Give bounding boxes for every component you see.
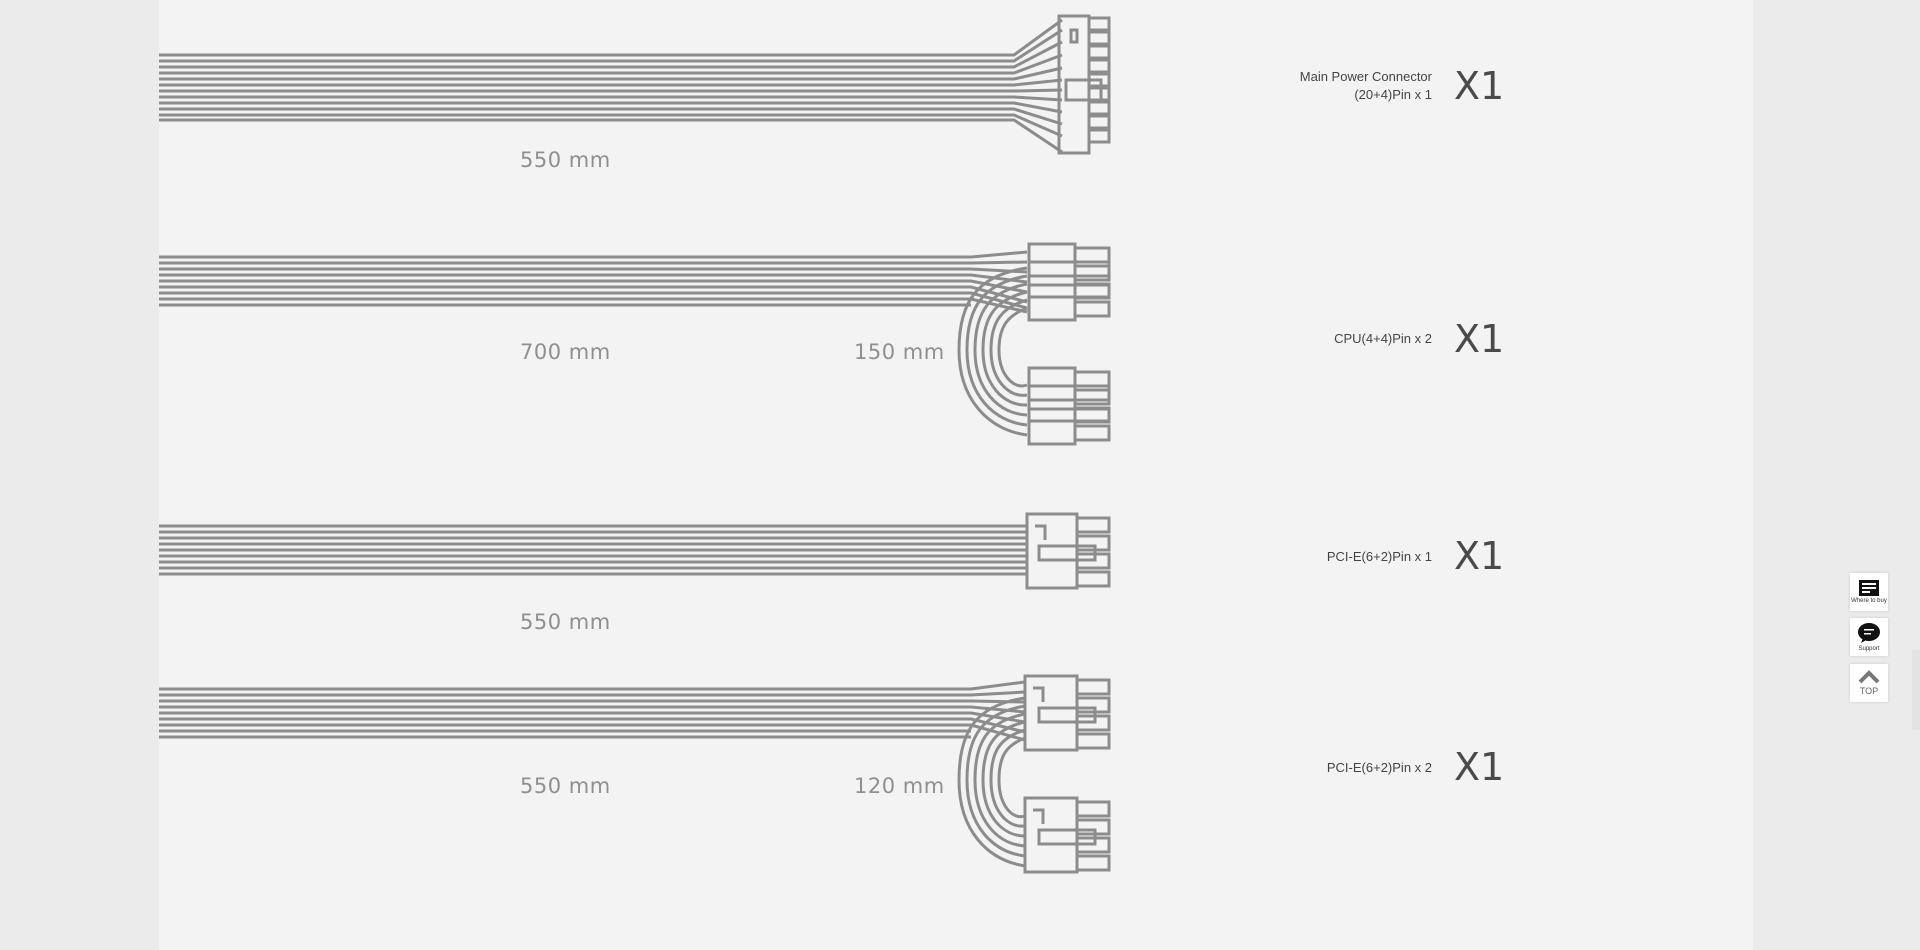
cable-length-pcie1: 550 mm — [520, 610, 611, 634]
cable-qty-pcie2: X1 — [1454, 745, 1505, 789]
main-power-cable — [159, 18, 1063, 154]
pcie-cable-1 — [159, 524, 1027, 576]
back-to-top-button[interactable]: TOP — [1850, 664, 1888, 702]
cable-label-main: Main Power Connector (20+4)Pin x 1 — [1132, 68, 1432, 104]
cable-label-pcie2: PCI-E(6+2)Pin x 2 — [1326, 760, 1432, 775]
spec-panel: 550 mm 700 mm 150 mm 550 mm 550 mm 120 m… — [159, 0, 1753, 950]
cable-length-pcie2: 550 mm — [520, 774, 611, 798]
pcie-connector-2b — [1023, 796, 1111, 874]
where-to-buy-button[interactable]: Where to buy — [1850, 573, 1888, 611]
chevron-up-icon — [1858, 670, 1880, 684]
cable-qty-cpu: X1 — [1454, 317, 1505, 361]
cable-diagram — [159, 14, 1111, 874]
cable-length-main: 550 mm — [520, 148, 611, 172]
cable-label-pcie1: PCI-E(6+2)Pin x 1 — [1326, 549, 1432, 564]
main-power-connector — [1057, 14, 1111, 155]
support-label: Support — [1858, 646, 1880, 652]
cable-qty-pcie1: X1 — [1454, 534, 1505, 578]
cable-length-cpu: 700 mm — [520, 340, 611, 364]
cable-length-cpu-branch: 150 mm — [854, 340, 945, 364]
cable-length-pcie2-branch: 120 mm — [854, 774, 945, 798]
top-label: TOP — [1859, 686, 1879, 696]
chat-bubble-icon — [1858, 623, 1880, 643]
cpu-connector-1 — [1027, 242, 1111, 322]
where-to-buy-label: Where to buy — [1851, 598, 1887, 604]
cpu-connector-2 — [1027, 366, 1111, 446]
pcie-cable-2 — [159, 680, 1026, 868]
cable-qty-main: X1 — [1454, 64, 1505, 108]
page-scrollbar[interactable] — [1912, 650, 1920, 730]
pcie-connector-1 — [1025, 512, 1111, 590]
cpu-cable — [159, 250, 1028, 437]
support-button[interactable]: Support — [1850, 618, 1888, 656]
store-icon — [1859, 580, 1879, 596]
cable-label-main-line1: Main Power Connector — [1299, 69, 1432, 84]
cable-label-main-line2: (20+4)Pin x 1 — [1354, 87, 1432, 102]
pcie-connector-2a — [1023, 674, 1111, 752]
cable-label-cpu: CPU(4+4)Pin x 2 — [1334, 331, 1432, 346]
